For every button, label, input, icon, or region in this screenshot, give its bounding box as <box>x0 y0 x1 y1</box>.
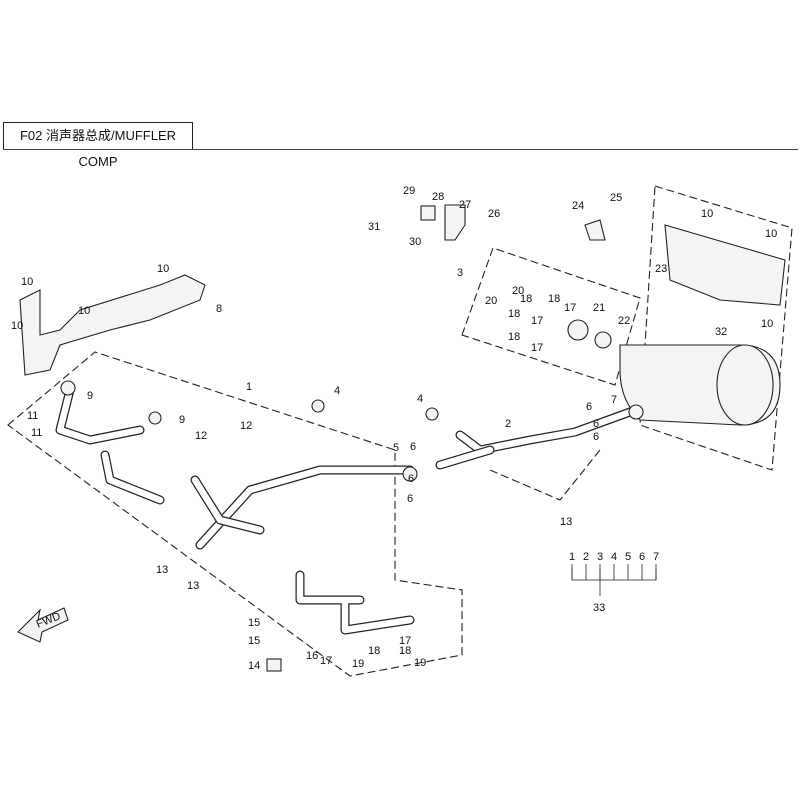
callout-13: 13 <box>560 516 572 528</box>
callout-12: 12 <box>195 430 207 442</box>
callout-21: 21 <box>593 302 605 314</box>
header-pipe-1 <box>55 385 415 635</box>
forward-direction-arrow: FWD <box>17 607 69 643</box>
callout-18: 18 <box>368 645 380 657</box>
legend-member-6: 6 <box>639 551 645 563</box>
callout-27: 27 <box>459 199 471 211</box>
callout-14: 14 <box>248 660 260 672</box>
legend-member-7: 7 <box>653 551 659 563</box>
callout-13: 13 <box>156 564 168 576</box>
callout-2: 2 <box>505 418 511 430</box>
legend-member-1: 1 <box>569 551 575 563</box>
gasket-5 <box>402 466 418 482</box>
gasket-9b <box>148 411 162 425</box>
callout-10: 10 <box>701 208 713 220</box>
callout-17: 17 <box>564 302 576 314</box>
callout-13: 13 <box>187 580 199 592</box>
assembly-3-outline <box>461 247 641 386</box>
callout-19: 19 <box>414 657 426 669</box>
bracket-24 <box>584 219 606 241</box>
callout-15: 15 <box>248 617 260 629</box>
gasket-22 <box>594 331 612 349</box>
callout-10: 10 <box>157 263 169 275</box>
callout-3: 3 <box>457 267 463 279</box>
callout-26: 26 <box>488 208 500 220</box>
callout-6: 6 <box>593 418 599 430</box>
callout-11: 11 <box>31 427 42 439</box>
callout-20: 20 <box>485 295 497 307</box>
callout-11: 11 <box>27 410 38 422</box>
callout-23: 23 <box>655 263 667 275</box>
bumper-14 <box>266 658 282 672</box>
callout-6: 6 <box>410 441 416 453</box>
callout-10: 10 <box>78 305 90 317</box>
callout-30: 30 <box>409 236 421 248</box>
gasket-7 <box>628 404 644 420</box>
callout-9: 9 <box>179 414 185 426</box>
gasket-4a <box>311 399 325 413</box>
callout-18: 18 <box>508 308 520 320</box>
callout-17: 17 <box>531 315 543 327</box>
callout-31: 31 <box>368 221 380 233</box>
callout-25: 25 <box>610 192 622 204</box>
callout-1: 1 <box>246 381 252 393</box>
callout-6: 6 <box>408 473 414 485</box>
callout-16: 16 <box>306 650 318 662</box>
callout-17: 17 <box>320 655 332 667</box>
callout-18: 18 <box>399 645 411 657</box>
gasket-4b <box>425 407 439 421</box>
muffler-end-cap <box>716 344 774 426</box>
gasket-21 <box>567 319 589 341</box>
callout-17: 17 <box>399 635 411 647</box>
callout-12: 12 <box>240 420 252 432</box>
callout-9: 9 <box>87 390 93 402</box>
callout-10: 10 <box>765 228 777 240</box>
callout-6: 6 <box>593 431 599 443</box>
callout-18: 18 <box>548 293 560 305</box>
legend-member-2: 2 <box>583 551 589 563</box>
callout-32: 32 <box>715 326 727 338</box>
callout-7: 7 <box>611 394 617 406</box>
assembly-1-outline <box>7 351 463 677</box>
gasket-9a <box>60 380 76 396</box>
diagram-title: F02 消声器总成/MUFFLER COMP <box>3 122 193 169</box>
bushing-28 <box>420 205 436 221</box>
legend-member-5: 5 <box>625 551 631 563</box>
callout-24: 24 <box>572 200 584 212</box>
callout-19: 19 <box>352 658 364 670</box>
callout-10: 10 <box>11 320 23 332</box>
heat-shield-bracket-8 <box>19 274 206 376</box>
callout-8: 8 <box>216 303 222 315</box>
callout-15: 15 <box>248 635 260 647</box>
legend-member-4: 4 <box>611 551 617 563</box>
callout-28: 28 <box>432 191 444 203</box>
callout-5: 5 <box>393 442 399 454</box>
callout-10: 10 <box>21 276 33 288</box>
mid-pipe-2 <box>435 407 635 470</box>
callout-18: 18 <box>508 331 520 343</box>
callout-29: 29 <box>403 185 415 197</box>
callout-20: 20 <box>512 285 524 297</box>
callout-6: 6 <box>586 401 592 413</box>
bracket-27 <box>444 204 466 241</box>
callout-22: 22 <box>618 315 630 327</box>
callout-4: 4 <box>334 385 340 397</box>
callout-17: 17 <box>531 342 543 354</box>
assembly-2-outline <box>489 449 601 501</box>
callout-4: 4 <box>417 393 423 405</box>
legend-member-3: 3 <box>597 551 603 563</box>
title-frame-line <box>3 149 798 152</box>
heat-shield-23 <box>664 224 786 306</box>
callout-6: 6 <box>407 493 413 505</box>
legend-assembly-number: 33 <box>593 602 605 614</box>
callout-10: 10 <box>761 318 773 330</box>
callout-18: 18 <box>520 293 532 305</box>
